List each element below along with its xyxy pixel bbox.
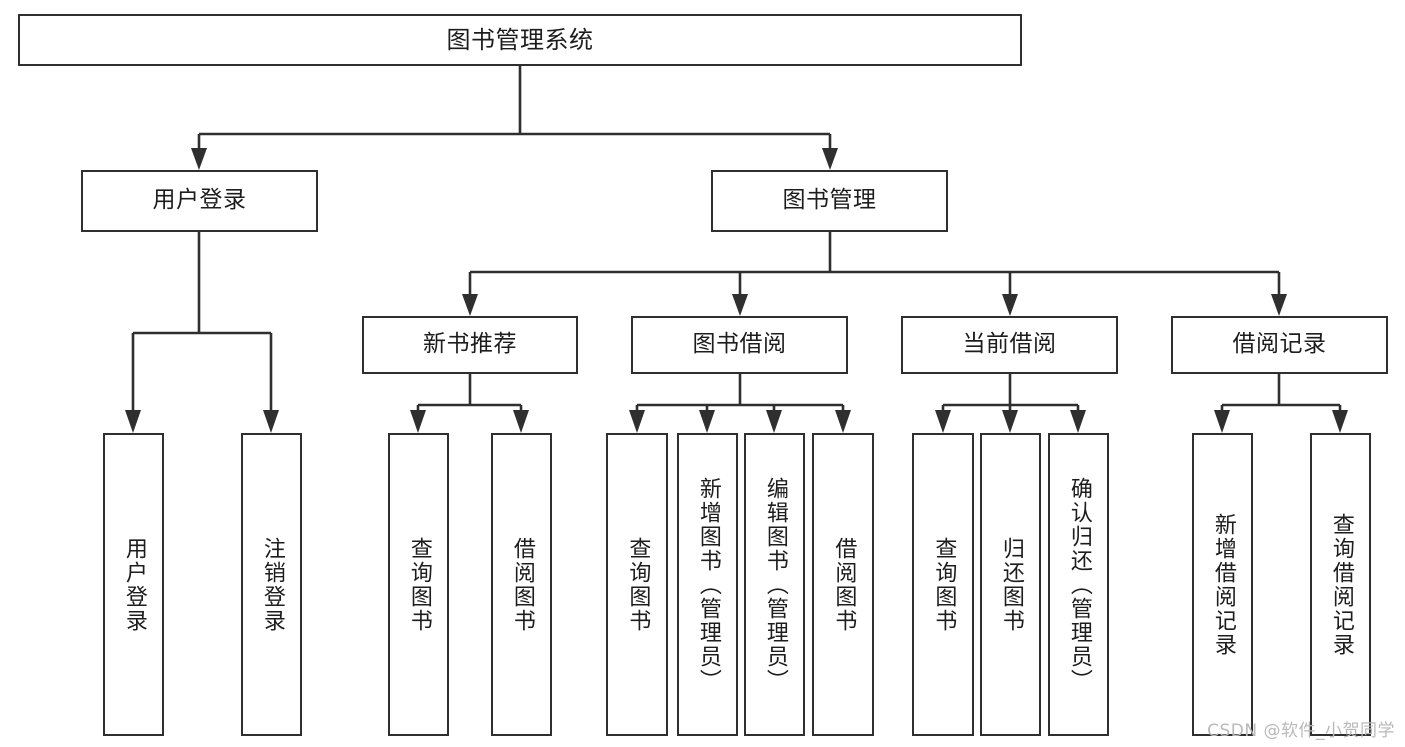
node-book-manage[interactable]: 图书管理	[711, 170, 948, 232]
arrowhead-leaf-borrow-book-2	[835, 410, 851, 433]
node-leaf-return-book-label: 归还图书	[998, 536, 1024, 633]
arrowhead-user-login	[191, 148, 207, 170]
node-leaf-query-book-1[interactable]: 查询图书	[388, 433, 449, 736]
arrowhead-leaf-query-book-1	[410, 410, 426, 433]
node-leaf-confirm-return[interactable]: 确认归还（管理员）	[1048, 433, 1109, 736]
node-current-borrow-label: 当前借阅	[962, 331, 1057, 358]
node-root[interactable]: 图书管理系统	[18, 14, 1022, 66]
node-leaf-edit-book-label: 编辑图书（管理员）	[762, 476, 788, 693]
node-leaf-add-book-label: 新增图书（管理员）	[695, 476, 721, 693]
node-current-borrow[interactable]: 当前借阅	[901, 316, 1118, 374]
node-leaf-confirm-return-label: 确认归还（管理员）	[1066, 476, 1092, 693]
node-borrow-record-label: 借阅记录	[1232, 331, 1327, 358]
arrowhead-leaf-query-book-3	[935, 410, 951, 433]
node-root-label: 图书管理系统	[446, 25, 594, 54]
node-leaf-borrow-book-2-label: 借阅图书	[831, 536, 857, 633]
node-leaf-add-record[interactable]: 新增借阅记录	[1192, 433, 1253, 736]
node-leaf-query-book-2[interactable]: 查询图书	[606, 433, 668, 736]
watermark: CSDN @软件_小贺同学	[1207, 721, 1395, 741]
node-new-book-rec-label: 新书推荐	[423, 331, 517, 358]
node-leaf-query-book-3[interactable]: 查询图书	[912, 433, 974, 736]
arrowhead-book-manage	[822, 148, 838, 170]
arrowhead-leaf-add-book	[699, 410, 715, 433]
node-book-borrow-label: 图书借阅	[692, 331, 787, 358]
arrowhead-leaf-query-book-2	[629, 410, 645, 433]
arrowhead-current-borrow	[1002, 294, 1018, 316]
arrowhead-leaf-query-record	[1332, 410, 1348, 433]
node-new-book-rec[interactable]: 新书推荐	[362, 316, 578, 374]
arrowhead-borrow-record	[1271, 294, 1287, 316]
arrowhead-leaf-add-record	[1214, 410, 1230, 433]
node-leaf-query-book-1-label: 查询图书	[406, 536, 432, 633]
node-leaf-query-record[interactable]: 查询借阅记录	[1310, 433, 1371, 736]
node-leaf-query-book-2-label: 查询图书	[625, 536, 651, 633]
arrowhead-leaf-user-login	[125, 410, 141, 433]
node-book-manage-label: 图书管理	[782, 187, 877, 214]
node-leaf-add-book[interactable]: 新增图书（管理员）	[677, 433, 738, 736]
node-user-login[interactable]: 用户登录	[81, 170, 318, 232]
node-user-login-label: 用户登录	[152, 187, 247, 214]
arrowhead-new-book-rec	[462, 294, 478, 316]
arrowhead-leaf-logout	[263, 410, 279, 433]
node-leaf-logout-label: 注销登录	[259, 536, 285, 633]
arrowhead-leaf-confirm-return	[1070, 410, 1086, 433]
arrowhead-leaf-borrow-book-1	[513, 410, 529, 433]
node-leaf-add-record-label: 新增借阅记录	[1210, 512, 1236, 657]
arrowhead-leaf-edit-book	[766, 410, 782, 433]
arrowhead-leaf-return-book	[1002, 410, 1018, 433]
node-leaf-borrow-book-1-label: 借阅图书	[509, 536, 535, 633]
node-leaf-borrow-book-1[interactable]: 借阅图书	[491, 433, 552, 736]
node-leaf-edit-book[interactable]: 编辑图书（管理员）	[744, 433, 805, 736]
node-leaf-query-book-3-label: 查询图书	[931, 536, 957, 633]
node-leaf-user-login-label: 用户登录	[121, 536, 147, 633]
arrowhead-book-borrow	[732, 294, 748, 316]
node-leaf-user-login[interactable]: 用户登录	[103, 433, 164, 736]
node-borrow-record[interactable]: 借阅记录	[1171, 316, 1388, 374]
node-leaf-query-record-label: 查询借阅记录	[1328, 512, 1354, 657]
node-leaf-borrow-book-2[interactable]: 借阅图书	[812, 433, 874, 736]
node-leaf-logout[interactable]: 注销登录	[241, 433, 302, 736]
node-leaf-return-book[interactable]: 归还图书	[980, 433, 1041, 736]
node-book-borrow[interactable]: 图书借阅	[631, 316, 848, 374]
